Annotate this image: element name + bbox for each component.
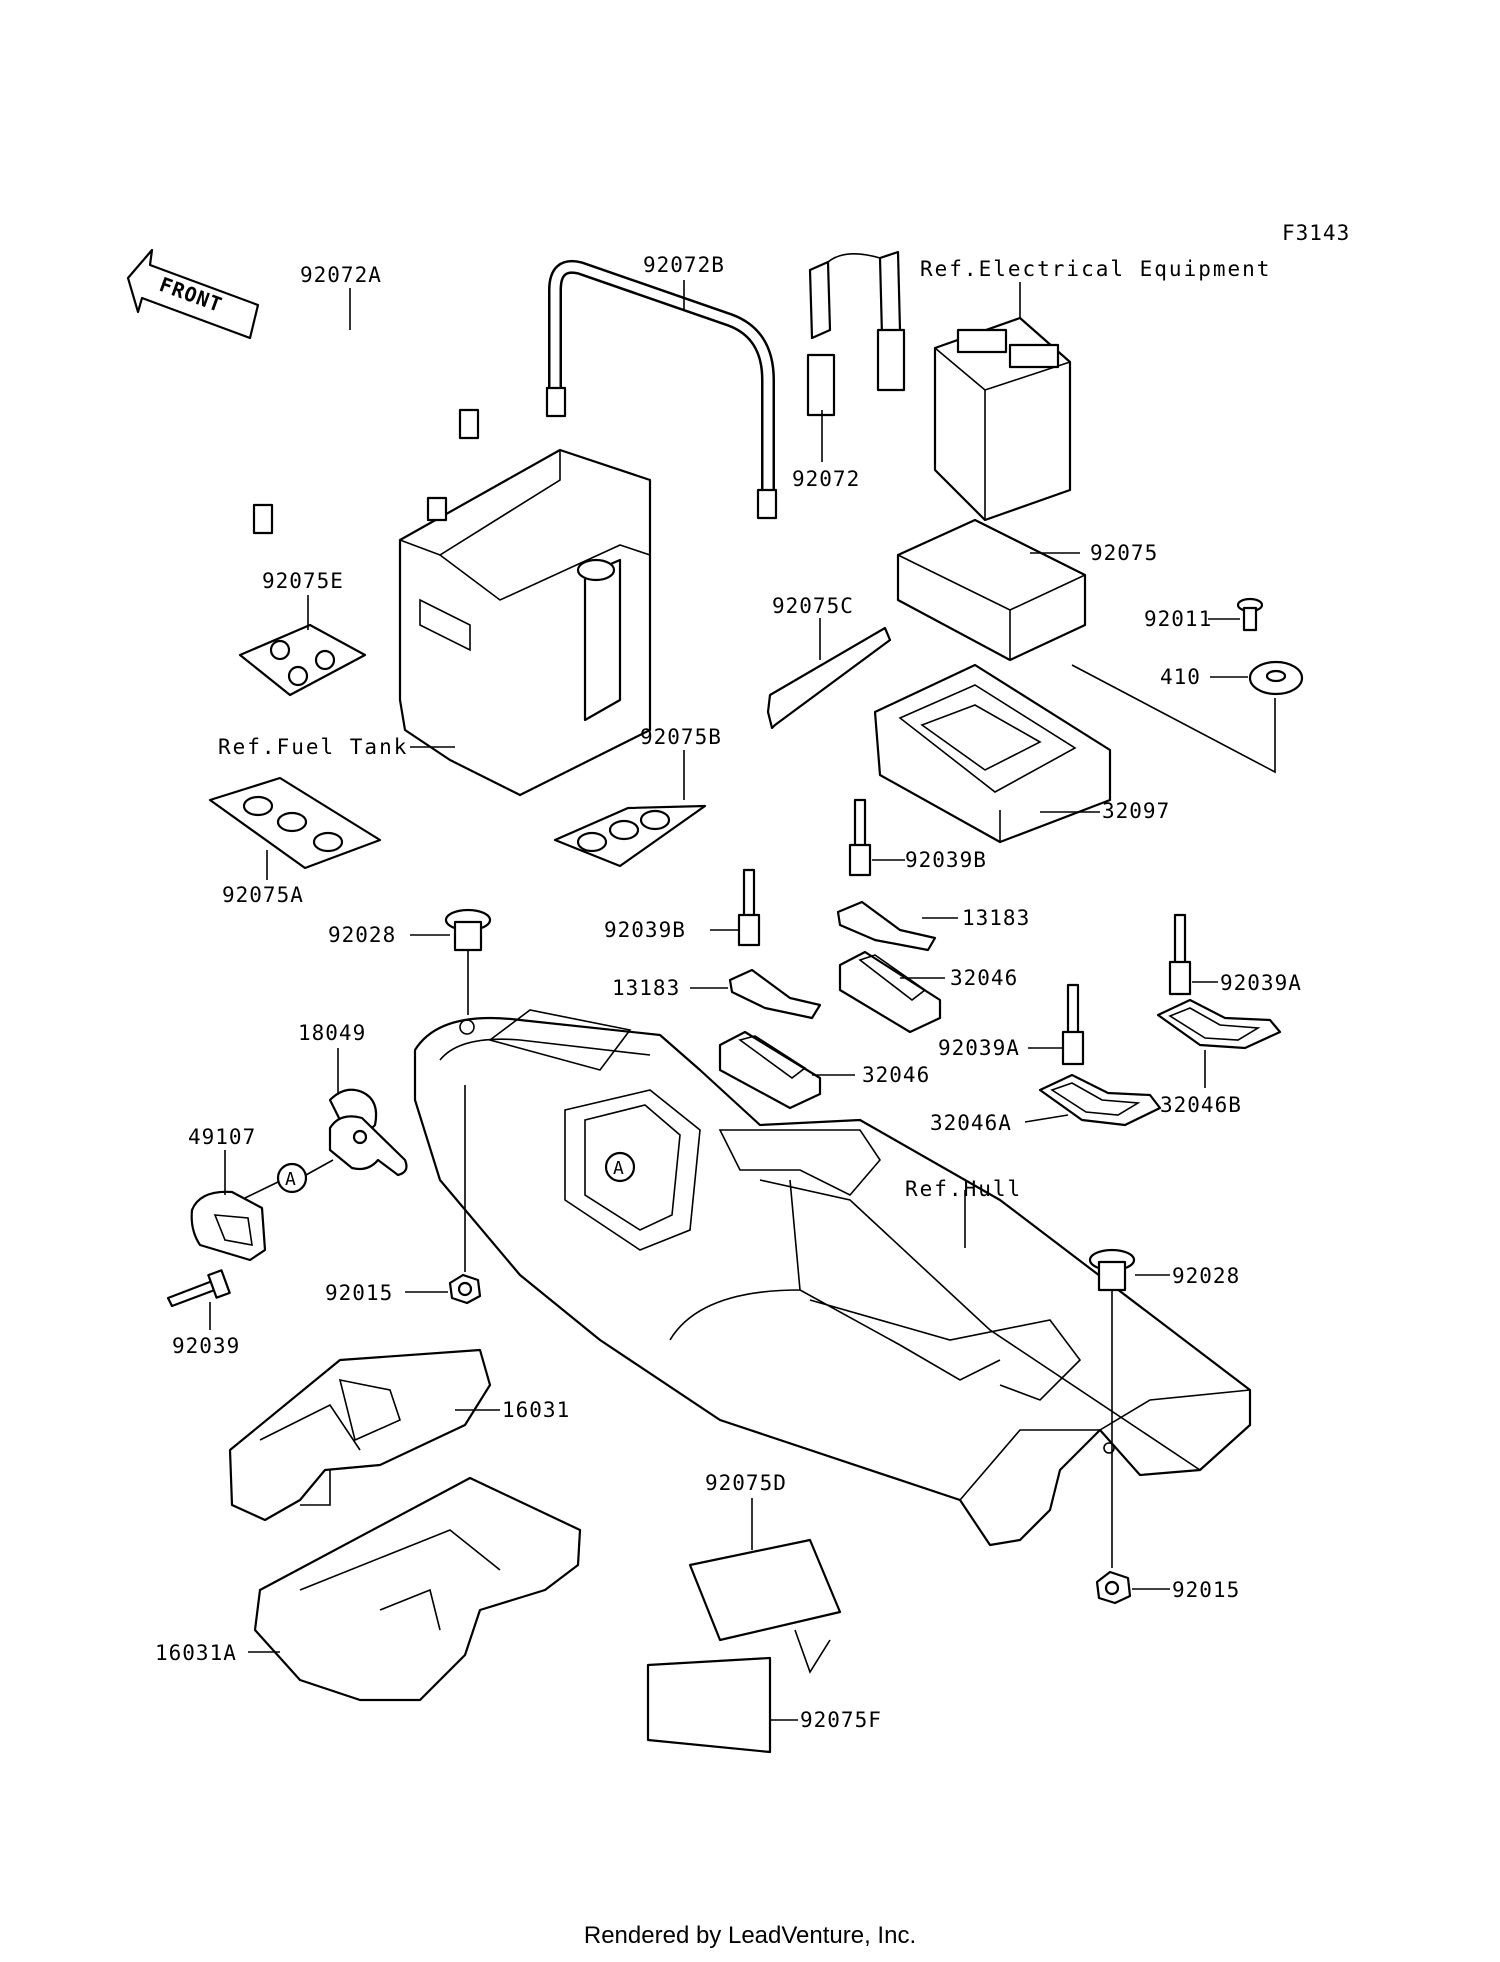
label-92075d: 92075D [705, 1471, 787, 1495]
bracket-32046b [1156, 998, 1282, 1050]
strap-92072 [806, 250, 906, 417]
pad-92075b [553, 804, 707, 868]
battery-pad-92075 [896, 518, 1087, 662]
label-13183-lower: 13183 [612, 976, 680, 1000]
pin-92039 [166, 1269, 231, 1308]
front-arrow-icon: FRONT [126, 248, 260, 340]
label-92075e: 92075E [262, 569, 344, 593]
bracket-13183-lower [728, 968, 822, 1020]
label-92011: 92011 [1144, 607, 1212, 631]
bracket-13183-upper [836, 900, 937, 952]
ref-electrical: Ref.Electrical Equipment [920, 257, 1271, 281]
label-92015-right: 92015 [1172, 1578, 1240, 1602]
label-92039b-lower: 92039B [604, 918, 686, 942]
label-32046-upper: 32046 [950, 966, 1018, 990]
cover-16031a [253, 1476, 582, 1702]
label-18049: 18049 [298, 1021, 366, 1045]
label-92075c: 92075C [772, 594, 854, 618]
label-92015-left: 92015 [325, 1281, 393, 1305]
pin-92039b-lower [737, 868, 761, 947]
label-92075b: 92075B [640, 725, 722, 749]
pad-92075d [688, 1538, 842, 1642]
pin-92039b-upper [848, 798, 872, 877]
bracket-32046a [1038, 1073, 1162, 1127]
ref-hull: Ref.Hull [905, 1177, 1022, 1201]
label-13183-upper: 13183 [962, 906, 1030, 930]
hull [413, 1009, 1252, 1547]
figure-code: F3143 [1282, 221, 1350, 245]
plug-92028-upper [444, 908, 492, 952]
label-32046a: 32046A [930, 1111, 1012, 1135]
label-92072b: 92072B [643, 253, 725, 277]
pad-92075a [208, 776, 382, 870]
label-49107: 49107 [188, 1125, 256, 1149]
pad-92075e [238, 623, 367, 697]
bracket-32046-upper [838, 950, 942, 1034]
circle-ref-a-hull: A [604, 1151, 636, 1183]
screw-92011 [1236, 597, 1264, 632]
nut-92015-left [448, 1273, 482, 1305]
label-410: 410 [1160, 665, 1201, 689]
part-18049 [328, 1088, 408, 1177]
label-32046b: 32046B [1160, 1093, 1242, 1117]
bracket-32046-lower [718, 1030, 822, 1110]
cover-16031 [228, 1348, 492, 1522]
battery-case-32097 [873, 663, 1112, 844]
part-49107 [190, 1190, 267, 1262]
label-32046-lower: 32046 [862, 1063, 930, 1087]
ref-fuel-tank: Ref.Fuel Tank [218, 735, 408, 759]
grommet-410 [1248, 660, 1304, 696]
label-16031a: 16031A [155, 1641, 237, 1665]
label-92039a-right: 92039A [1220, 971, 1302, 995]
pin-92039a-middle [1061, 983, 1085, 1066]
pin-92039a-right [1168, 913, 1192, 996]
label-92072: 92072 [792, 467, 860, 491]
footer-credit: Rendered by LeadVenture, Inc. [583, 1922, 917, 1949]
svg-text:A: A [613, 1158, 625, 1179]
label-92075a: 92075A [222, 883, 304, 907]
pad-92075c [766, 626, 892, 730]
pad-92075f [646, 1656, 772, 1754]
fuel-tank [398, 448, 652, 797]
strap-92072a [252, 289, 480, 535]
label-92075f: 92075F [800, 1708, 882, 1732]
svg-text:A: A [285, 1169, 297, 1190]
label-16031: 16031 [502, 1398, 570, 1422]
label-92039b-upper: 92039B [905, 848, 987, 872]
label-92028-upper: 92028 [328, 923, 396, 947]
label-92072a: 92072A [300, 263, 382, 287]
label-92039: 92039 [172, 1334, 240, 1358]
battery [933, 316, 1072, 522]
label-92028-right: 92028 [1172, 1264, 1240, 1288]
label-92075: 92075 [1090, 541, 1158, 565]
label-92039a-middle: 92039A [938, 1036, 1020, 1060]
circle-ref-a-left: A [276, 1162, 308, 1194]
strap-92072b [545, 260, 778, 520]
label-32097: 32097 [1102, 799, 1170, 823]
nut-92015-right [1095, 1570, 1132, 1605]
